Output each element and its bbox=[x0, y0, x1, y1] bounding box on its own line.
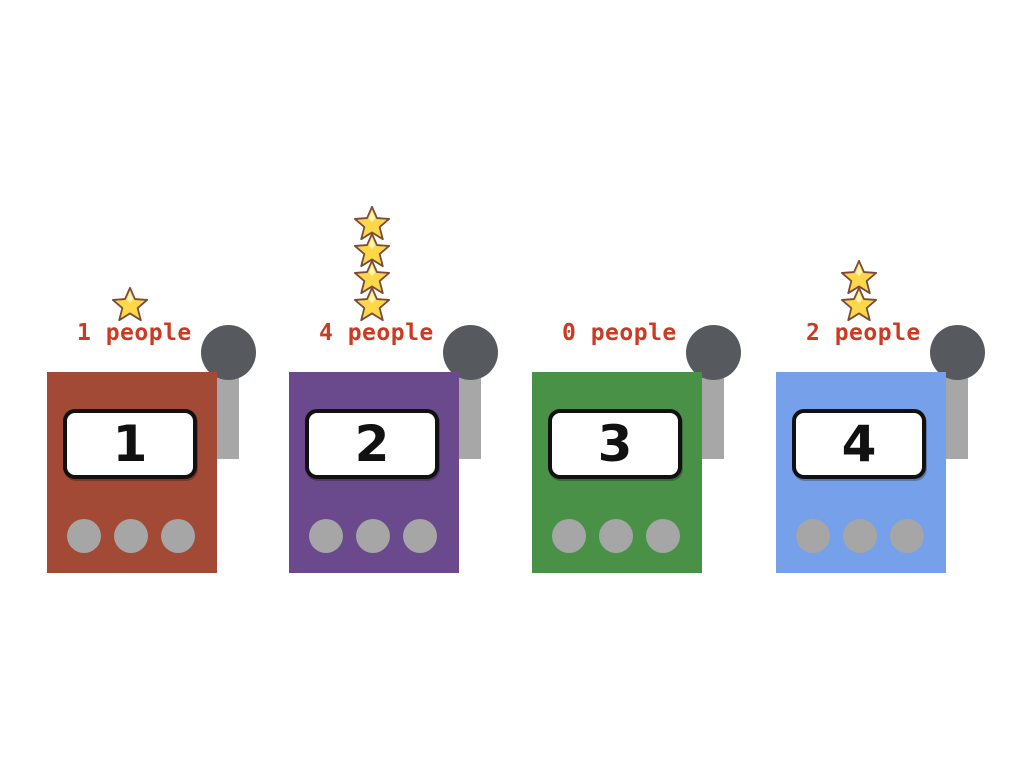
stars-stack bbox=[836, 259, 882, 322]
lever-arm[interactable] bbox=[700, 374, 724, 459]
machine-body[interactable]: 4 bbox=[776, 372, 946, 573]
star-icon bbox=[841, 259, 877, 295]
star-icon bbox=[354, 259, 390, 295]
stars-stack bbox=[349, 205, 395, 322]
star-icon bbox=[354, 232, 390, 268]
indicator-lights bbox=[309, 519, 437, 553]
machine-number-display: 2 bbox=[305, 409, 439, 479]
people-count-label: 0 people bbox=[562, 320, 677, 346]
star-icon bbox=[354, 205, 390, 241]
indicator-light bbox=[403, 519, 437, 553]
people-count-label: 1 people bbox=[77, 320, 192, 346]
star-icon bbox=[354, 286, 390, 322]
indicator-light bbox=[890, 519, 924, 553]
indicator-light bbox=[552, 519, 586, 553]
indicator-light bbox=[309, 519, 343, 553]
machine-body[interactable]: 1 bbox=[47, 372, 217, 573]
lever-knob[interactable] bbox=[930, 325, 985, 380]
slot-machine-2[interactable]: 4 people 2 bbox=[289, 205, 509, 580]
indicator-light bbox=[646, 519, 680, 553]
machine-body[interactable]: 2 bbox=[289, 372, 459, 573]
lever-knob[interactable] bbox=[443, 325, 498, 380]
indicator-light bbox=[843, 519, 877, 553]
star-icon bbox=[112, 286, 148, 322]
indicator-light bbox=[599, 519, 633, 553]
indicator-lights bbox=[796, 519, 924, 553]
machine-number-display: 1 bbox=[63, 409, 197, 479]
machine-body[interactable]: 3 bbox=[532, 372, 702, 573]
people-count-label: 4 people bbox=[319, 320, 434, 346]
indicator-lights bbox=[67, 519, 195, 553]
indicator-light bbox=[67, 519, 101, 553]
slot-machine-4[interactable]: 2 people 4 bbox=[776, 259, 996, 580]
star-icon bbox=[841, 286, 877, 322]
lever-arm[interactable] bbox=[215, 374, 239, 459]
indicator-light bbox=[356, 519, 390, 553]
indicator-lights bbox=[552, 519, 680, 553]
indicator-light bbox=[114, 519, 148, 553]
lever-knob[interactable] bbox=[686, 325, 741, 380]
lever-arm[interactable] bbox=[457, 374, 481, 459]
indicator-light bbox=[796, 519, 830, 553]
lever-arm[interactable] bbox=[944, 374, 968, 459]
lever-knob[interactable] bbox=[201, 325, 256, 380]
stars-stack bbox=[107, 286, 153, 322]
indicator-light bbox=[161, 519, 195, 553]
slot-machine-1[interactable]: 1 people 1 bbox=[47, 286, 267, 580]
machine-number-display: 3 bbox=[548, 409, 682, 479]
slot-machine-3[interactable]: 0 people 3 bbox=[532, 320, 752, 580]
people-count-label: 2 people bbox=[806, 320, 921, 346]
machine-number-display: 4 bbox=[792, 409, 926, 479]
